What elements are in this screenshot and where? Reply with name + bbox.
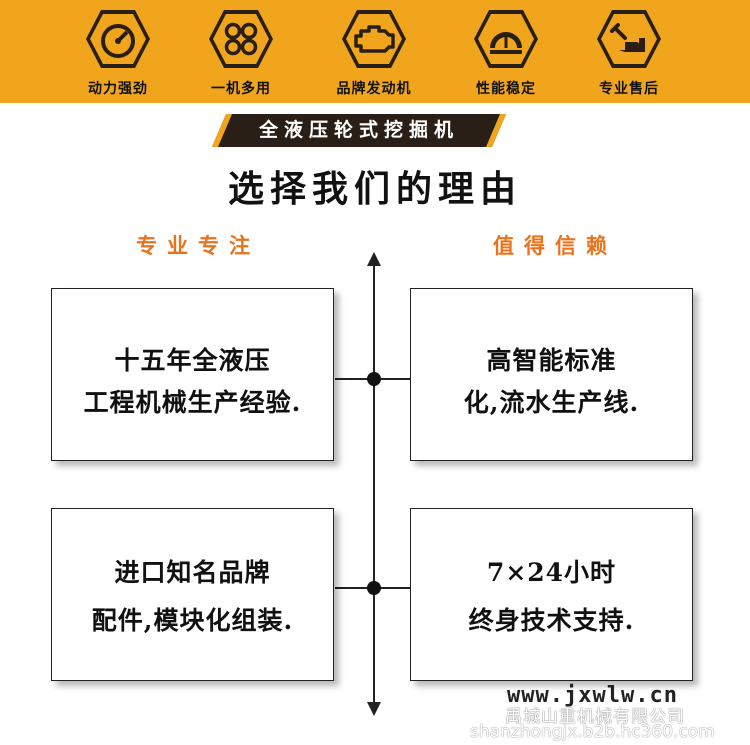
feature-multi: 一机多用 <box>181 8 301 100</box>
left-column-heading: 专业专注 <box>136 234 260 258</box>
feature-engine: 品牌发动机 <box>314 8 434 100</box>
reason-card-production: 高智能标准 化,流水生产线. <box>410 288 693 461</box>
product-banner-bg <box>212 114 506 147</box>
card-line: 工程机械生产经验. <box>83 388 302 417</box>
timeline-node <box>367 372 381 386</box>
feature-stable: 性能稳定 <box>446 8 566 100</box>
feature-label: 品牌发动机 <box>336 81 412 97</box>
arrow-down-icon <box>367 702 381 716</box>
card-line: 7×24小时 <box>486 558 617 587</box>
card-line: 化,流水生产线. <box>463 388 640 417</box>
feature-label: 动力强劲 <box>88 81 148 97</box>
card-line: 十五年全液压 <box>114 346 271 375</box>
feature-bar: 动力强劲 一机多用 品牌发动机 性能稳定 <box>0 0 750 103</box>
timeline-node <box>367 581 381 595</box>
right-column-heading: 值得信赖 <box>493 234 617 258</box>
feature-power: 动力强劲 <box>58 8 178 100</box>
watermark-domain: shanzhongjx.b2b.hc360.com <box>470 722 715 742</box>
card-line: 配件,模块化组装. <box>91 606 294 635</box>
gauge-icon <box>474 10 538 68</box>
reason-card-experience: 十五年全液压 工程机械生产经验. <box>51 288 334 461</box>
card-line: 进口知名品牌 <box>114 558 271 587</box>
feature-label: 专业售后 <box>599 81 659 97</box>
card-line: 终身技术支持. <box>468 606 635 635</box>
engine-icon <box>342 10 406 68</box>
page-title: 选择我们的理由 <box>227 169 522 210</box>
reason-card-parts: 进口知名品牌 配件,模块化组装. <box>51 508 334 681</box>
feature-label: 性能稳定 <box>476 81 536 97</box>
wrench-hand-icon <box>597 10 661 68</box>
feature-label: 一机多用 <box>211 81 271 97</box>
speedometer-icon <box>86 10 150 68</box>
feature-service: 专业售后 <box>569 8 689 100</box>
reason-card-support: 7×24小时 终身技术支持. <box>410 508 693 681</box>
watermark-company: 禹城山重机械有限公司 <box>505 707 685 727</box>
product-banner-text: 全液压轮式挖掘机 <box>258 119 459 141</box>
watermark-url: www.jxwlw.cn <box>507 683 678 708</box>
arrow-up-icon <box>367 252 381 266</box>
card-line: 高智能标准 <box>486 346 617 375</box>
four-circles-icon <box>209 10 273 68</box>
